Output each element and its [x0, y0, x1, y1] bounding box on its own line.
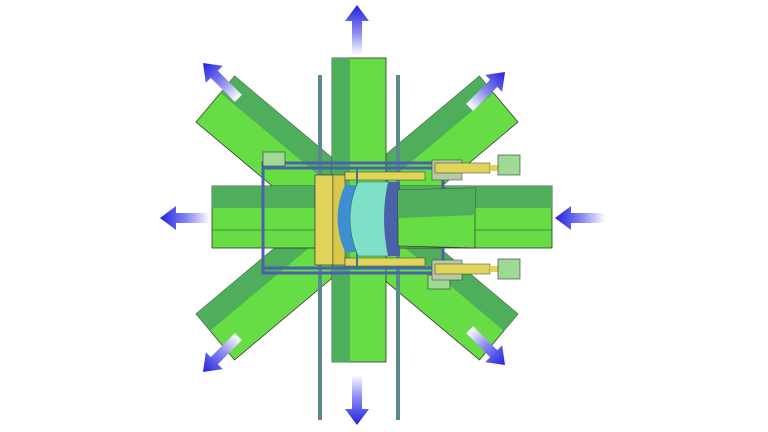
mount-pad: [262, 151, 286, 167]
cylinder-bottom: [431, 258, 521, 281]
arrow-down-icon: [345, 375, 369, 425]
cylinder-top: [431, 154, 521, 181]
arrow-inward-right-icon: [555, 206, 605, 230]
arrow-left-icon: [160, 206, 210, 230]
drum: [337, 181, 400, 257]
arrow-up-icon: [345, 5, 369, 55]
